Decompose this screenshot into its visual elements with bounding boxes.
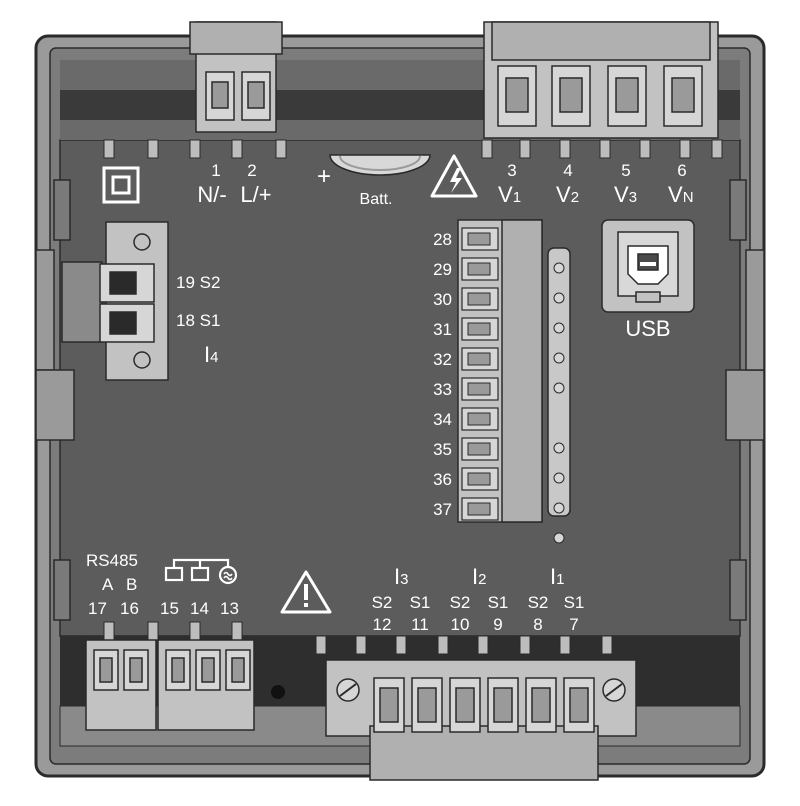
rs485-relay-connectors [85,639,255,731]
battery-plus-sign: + [317,163,331,190]
io-terminal-number: 32 [433,350,452,369]
battery-icon [329,154,431,176]
i1-label: I1 [550,564,564,589]
terminal-8-number: 8 [533,615,542,634]
terminal-10-number: 10 [451,615,470,634]
io-terminal-number: 28 [433,230,452,249]
terminal-7-number: 7 [569,615,578,634]
io-led [553,322,565,334]
terminal-14-number: 14 [190,599,209,618]
io-led [553,382,565,394]
high-voltage-warning-icon [430,154,478,198]
io-terminal-number: 30 [433,290,452,309]
terminal-1-label: N/- [197,182,226,207]
voltage-v3-label: V3 [614,182,637,207]
rs485-b-label: B [126,575,137,594]
rs485-label: RS485 [86,551,138,570]
io-slot-contact [467,412,491,426]
digital-io-slots [461,227,565,544]
io-terminal-number: 35 [433,440,452,459]
i3-s2-label: S2 [372,593,393,612]
voltage-v1-label: V1 [498,182,521,207]
i3-label: I3 [394,564,408,589]
io-slot-contact [467,472,491,486]
io-led [553,442,565,454]
i4-connector [99,221,169,381]
current-connector [325,659,637,781]
battery-label: Batt. [360,191,393,208]
terminal-11-number: 11 [411,615,429,634]
io-slot-contact [467,322,491,336]
relay-outputs-icon [164,558,238,585]
terminal-4-number: 4 [563,161,572,180]
io-led [553,472,565,484]
side-latches [35,179,765,621]
digital-io-connector [457,219,571,523]
i4-s2-label: 19 S2 [176,273,220,292]
terminal-2-label: L/+ [240,182,271,207]
io-slot-contact [467,502,491,516]
voltage-connector [483,21,719,139]
voltage-v2-label: V2 [556,182,579,207]
caution-warning-icon [280,570,332,614]
io-terminal-number: 34 [433,410,452,429]
io-terminal-number: 37 [433,500,452,519]
terminal-9-number: 9 [493,615,502,634]
terminal-5-number: 5 [621,161,630,180]
i3-s1-label: S1 [410,593,431,612]
i2-label: I2 [472,564,486,589]
double-insulation-icon [102,166,140,204]
terminal-15-number: 15 [160,599,179,618]
io-slot-contact [467,262,491,276]
terminal-16-number: 16 [120,599,139,618]
usb-label: USB [625,316,670,341]
terminal-13-number: 13 [220,599,239,618]
main-panel [59,139,741,637]
io-terminal-number: 31 [433,320,452,339]
voltage-vn-label: VN [668,182,694,207]
i4-s1-label: 18 S1 [176,311,220,330]
mount-hole [271,685,285,699]
io-terminal-number: 36 [433,470,452,489]
digital-io-labels: 28 29 30 31 32 33 34 35 36 37 [433,230,452,519]
terminal-2-number: 2 [247,161,256,180]
io-slot-contact [467,352,491,366]
terminal-3-number: 3 [507,161,516,180]
io-slot-contact [467,442,491,456]
io-slot-contact [467,382,491,396]
usb-port [601,219,695,313]
i1-s1-label: S1 [564,593,585,612]
i2-s2-label: S2 [450,593,471,612]
i4-label: I4 [204,342,218,367]
io-terminal-number: 29 [433,260,452,279]
terminal-17-number: 17 [88,599,107,618]
io-slot-contact [467,232,491,246]
terminal-1-number: 1 [211,161,220,180]
io-led [553,352,565,364]
i1-s2-label: S2 [528,593,549,612]
i2-s1-label: S1 [488,593,509,612]
rs485-a-label: A [102,575,114,594]
terminal-12-number: 12 [373,615,392,634]
io-led [553,532,565,544]
io-led [553,292,565,304]
top-pins [103,139,723,159]
io-slot-contact [467,292,491,306]
io-led [553,262,565,274]
io-terminal-number: 33 [433,380,452,399]
terminal-6-number: 6 [677,161,686,180]
supply-connector [189,21,283,133]
io-led [553,502,565,514]
